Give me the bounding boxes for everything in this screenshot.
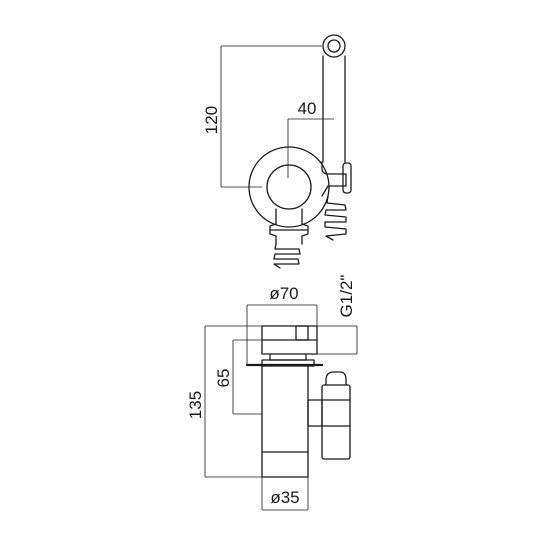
outlet-cap [325,371,347,386]
dim-label-120: 120 [202,106,221,134]
hose-right-coil [324,195,347,241]
outlet-stub [307,399,323,427]
dim-label-40: 40 [298,99,317,118]
valve-head-notch [295,325,309,341]
wall-rosette [248,146,330,228]
dim-label-135: 135 [186,391,205,419]
dim-label-65: 65 [214,369,233,388]
front-view: ø70 G1/2" 135 65 [186,275,358,511]
valve-neck [269,353,307,361]
holder-bracket [321,161,347,197]
dim-label-d35: ø35 [270,488,299,507]
valve-collar [261,359,315,367]
dim-label-d70: ø70 [269,284,298,303]
handset-head-outer [322,34,346,58]
hose-left-coil [273,243,301,269]
holder-clip [342,162,352,194]
handset-head-inner [327,39,341,53]
outlet-body [321,384,351,460]
side-view: 120 40 [202,34,352,269]
dim-label-thread: G1/2" [337,275,356,318]
rosette-center [266,164,312,210]
